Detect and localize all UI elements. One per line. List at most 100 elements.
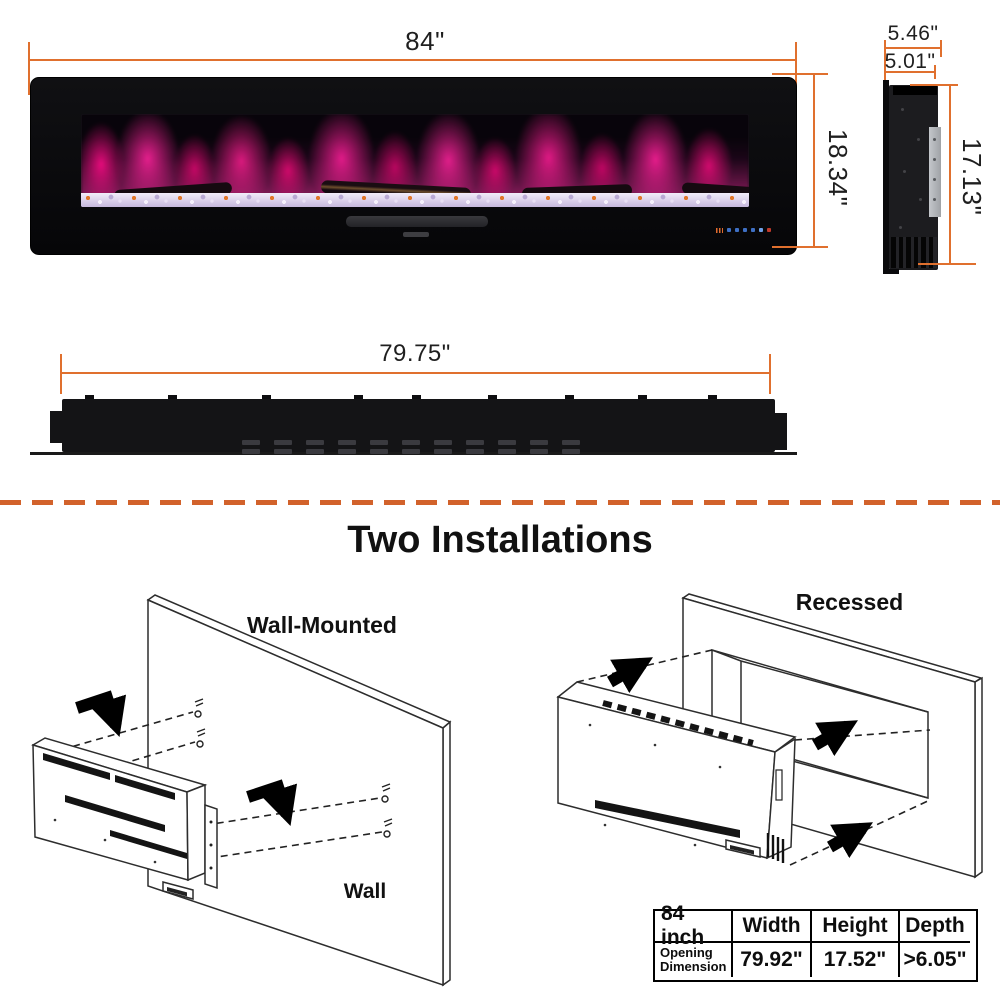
- control-led: [767, 228, 771, 232]
- bracket-hole: [933, 138, 936, 141]
- crystal-ember-bed: [81, 193, 749, 207]
- side-vent-bar: [898, 237, 903, 268]
- table-size-header: 84 inch: [655, 902, 733, 949]
- vent-slot: [402, 449, 420, 454]
- wall-mounted-title: Wall-Mounted: [247, 612, 397, 638]
- flame-mode-icon: [716, 227, 723, 233]
- dashed-divider: [0, 500, 1000, 505]
- vent-slot: [370, 440, 388, 445]
- side-view-front-flange: [883, 80, 889, 272]
- touch-control-strip: [716, 226, 782, 234]
- side-top-cap: [893, 86, 937, 95]
- dimension-tick: [795, 42, 797, 95]
- heater-grille: [346, 216, 488, 227]
- bent-arrow-icon: [75, 690, 298, 826]
- bracket-hole: [933, 158, 936, 161]
- straight-arrow-icon: [607, 657, 873, 859]
- back-vent-slots: [242, 440, 590, 455]
- bracket-hole: [933, 198, 936, 201]
- back-top-nub: [412, 395, 421, 399]
- control-led: [727, 228, 731, 232]
- vent-slot: [530, 440, 548, 445]
- control-led: [743, 228, 747, 232]
- mounting-bracket: [929, 127, 941, 217]
- side-vent-bar: [906, 237, 911, 268]
- bracket-hole: [933, 178, 936, 181]
- dimension-tick: [60, 354, 62, 394]
- vent-slot: [306, 440, 324, 445]
- table-col-height: Height: [812, 911, 900, 943]
- back-top-nub: [354, 395, 363, 399]
- back-top-nub: [85, 395, 94, 399]
- back-right-bracket: [774, 413, 787, 450]
- recessed-diagram: [556, 593, 983, 879]
- table-value-width: 79.92": [733, 943, 812, 977]
- dimension-tick: [918, 263, 976, 265]
- table-col-width: Width: [733, 911, 812, 943]
- opening-dimension-table: 84 inch Width Height Depth Opening Dimen…: [653, 902, 978, 982]
- table-row-label: Opening Dimension: [655, 943, 733, 977]
- side-vent-bar: [891, 237, 896, 268]
- side-vent-bar: [921, 237, 926, 268]
- screw-hole: [919, 198, 922, 201]
- dimension-tick: [772, 73, 828, 75]
- vent-slot: [242, 440, 260, 445]
- flame-display-window: [81, 114, 749, 207]
- dimension-tick: [884, 40, 886, 80]
- screw-hole: [899, 226, 902, 229]
- side-outer-depth-line: [884, 47, 942, 49]
- table-value-depth: >6.05": [903, 948, 967, 971]
- front-height-dimension-line: [813, 75, 815, 248]
- vent-slot: [498, 440, 516, 445]
- screw-hole: [901, 108, 904, 111]
- back-top-nub: [638, 395, 647, 399]
- back-top-nub: [565, 395, 574, 399]
- vent-slot: [274, 449, 292, 454]
- vent-slot: [562, 449, 580, 454]
- front-height-label: 18.34": [823, 129, 853, 207]
- vent-slot: [434, 440, 452, 445]
- vent-slot: [466, 440, 484, 445]
- screw-icon: [194, 698, 393, 838]
- brand-logo-plate: [403, 232, 429, 237]
- back-left-bracket: [50, 411, 63, 443]
- screw-hole: [903, 170, 906, 173]
- side-foot: [883, 269, 899, 274]
- dimension-tick: [940, 40, 942, 57]
- back-top-nub: [488, 395, 497, 399]
- vent-slot: [274, 440, 292, 445]
- side-vent-bar: [928, 237, 933, 268]
- flame-effect: [81, 114, 749, 195]
- dimension-tick: [934, 65, 936, 79]
- vent-slot: [466, 449, 484, 454]
- wall-mounted-diagram: [31, 594, 452, 987]
- row-label-line1: Opening: [660, 944, 713, 960]
- control-led: [759, 228, 763, 232]
- dimension-tick: [769, 354, 771, 394]
- front-width-dimension-line: [28, 59, 797, 61]
- front-width-label: 84": [405, 26, 445, 56]
- table-col-depth: Depth: [900, 911, 970, 943]
- side-inner-depth-label: 5.01": [884, 50, 936, 73]
- side-vent-bar: [913, 237, 918, 268]
- dimension-tick: [772, 246, 828, 248]
- side-height-dimension-line: [949, 85, 951, 265]
- vent-slot: [402, 440, 420, 445]
- section-heading: Two Installations: [347, 519, 653, 561]
- side-bottom-vents: [891, 237, 937, 268]
- control-led: [735, 228, 739, 232]
- back-width-label: 79.75": [379, 340, 451, 367]
- back-width-dimension-line: [60, 372, 771, 374]
- dimension-tick: [910, 84, 958, 86]
- screw-hole: [917, 138, 920, 141]
- side-inner-depth-line: [886, 71, 936, 73]
- table-value-height: 17.52": [812, 943, 900, 977]
- side-outer-depth-label: 5.46": [887, 22, 939, 45]
- vent-slot: [498, 449, 516, 454]
- back-top-nub: [262, 395, 271, 399]
- back-top-nub: [708, 395, 717, 399]
- side-height-label: 17.13": [957, 138, 987, 216]
- vent-slot: [306, 449, 324, 454]
- vent-slot: [530, 449, 548, 454]
